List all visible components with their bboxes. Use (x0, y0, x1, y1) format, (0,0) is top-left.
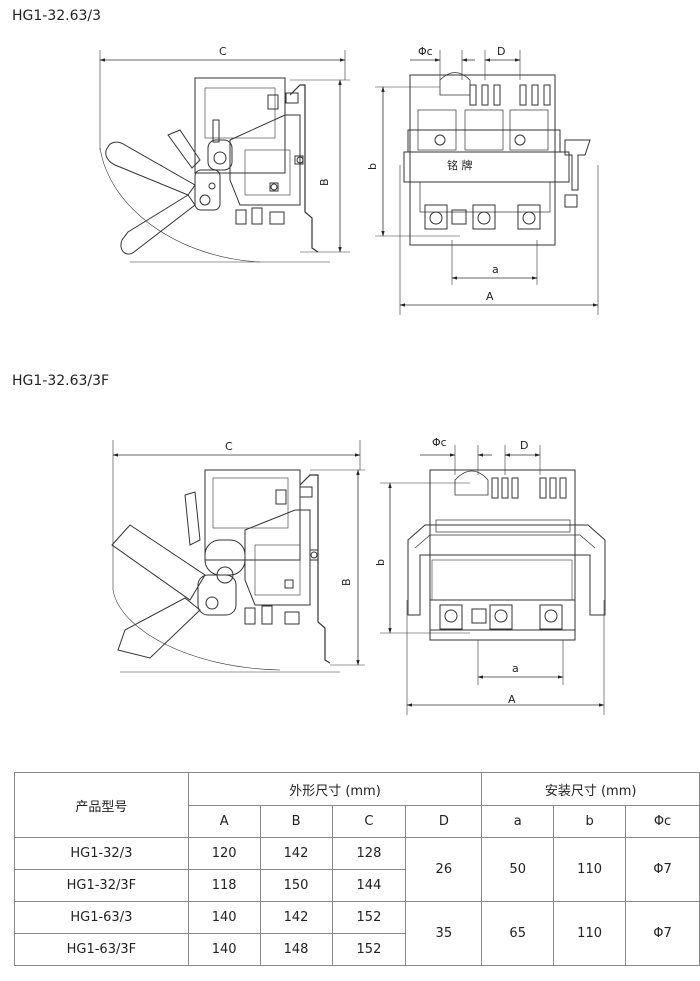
cell-B: 142 (259, 901, 333, 934)
diagram2-dim-a: a (512, 662, 519, 675)
diagram2-side-view (111, 440, 365, 673)
diagram1-dim-d: D (497, 45, 505, 58)
cell-a: 65 (481, 901, 555, 966)
cell-a: 50 (481, 837, 555, 902)
diagram2-title: HG1-32.63/3F (12, 373, 110, 389)
diagram2-dim-c: C (225, 440, 233, 453)
diagram1-front-view (375, 50, 599, 315)
outer-dimensions-header: 外形尺寸 (mm) (187, 772, 483, 806)
diagram2-front-view (380, 445, 606, 715)
diagram1-dim-A: A (486, 290, 494, 303)
diagram2-dim-A: A (508, 693, 516, 706)
table-row: HG1-63/3 140 142 152 35 65 110 Φ7 (14, 901, 700, 966)
cell-C: 152 (331, 933, 407, 966)
column-header-b-upper: B (259, 805, 333, 838)
cell-C: 144 (331, 869, 407, 902)
cell-B: 148 (259, 933, 333, 966)
column-header-c-upper: C (331, 805, 407, 838)
cell-A: 118 (187, 869, 261, 902)
cell-B: 142 (259, 837, 333, 870)
diagram1-dim-c: C (219, 45, 227, 58)
model-cell: HG1-32/3F (14, 869, 189, 902)
cell-phic: Φ7 (625, 837, 700, 902)
table-row: HG1-32/3F 118 150 144 (14, 869, 700, 902)
column-header-d-upper: D (405, 805, 483, 838)
model-header: 产品型号 (14, 772, 189, 838)
model-cell: HG1-63/3 (14, 901, 189, 934)
diagram1-nameplate: 铭 牌 (447, 158, 473, 172)
cell-A: 140 (187, 901, 261, 934)
model-cell: HG1-63/3F (14, 933, 189, 966)
table-row: HG1-32/3 120 142 128 26 50 110 Φ7 (14, 837, 700, 902)
drawings: C B (99, 45, 606, 715)
column-header-phic: Φc (625, 805, 700, 838)
diagram1-side-view (99, 50, 350, 263)
spec-table: 产品型号 外形尺寸 (mm) 安装尺寸 (mm) A B C D a b Φc … (14, 772, 700, 966)
diagram1-dim-a: a (492, 263, 499, 276)
diagram1-dim-b-upper: B (318, 178, 331, 186)
cell-b: 110 (553, 901, 627, 966)
diagram1-dim-b: b (366, 163, 379, 170)
cell-D: 26 (405, 837, 483, 902)
cell-b: 110 (553, 837, 627, 902)
cell-C: 152 (331, 901, 407, 934)
column-header-a: a (481, 805, 555, 838)
diagram2-dim-d: D (520, 439, 528, 452)
diagram1-dim-phic: Φc (418, 45, 433, 58)
cell-A: 120 (187, 837, 261, 870)
cell-A: 140 (187, 933, 261, 966)
cell-C: 128 (331, 837, 407, 870)
column-header-b: b (553, 805, 627, 838)
mounting-dimensions-header: 安装尺寸 (mm) (481, 772, 700, 806)
diagram2-dim-phic: Φc (432, 436, 447, 449)
cell-B: 150 (259, 869, 333, 902)
diagram2-dim-b: b (374, 559, 387, 566)
column-header-a-upper: A (187, 805, 261, 838)
diagram1-title: HG1-32.63/3 (12, 8, 102, 24)
table-row: HG1-63/3F 140 148 152 (14, 933, 700, 966)
diagram2-dim-b-upper: B (340, 578, 353, 586)
cell-D: 35 (405, 901, 483, 966)
model-cell: HG1-32/3 (14, 837, 189, 870)
cell-phic: Φ7 (625, 901, 700, 966)
